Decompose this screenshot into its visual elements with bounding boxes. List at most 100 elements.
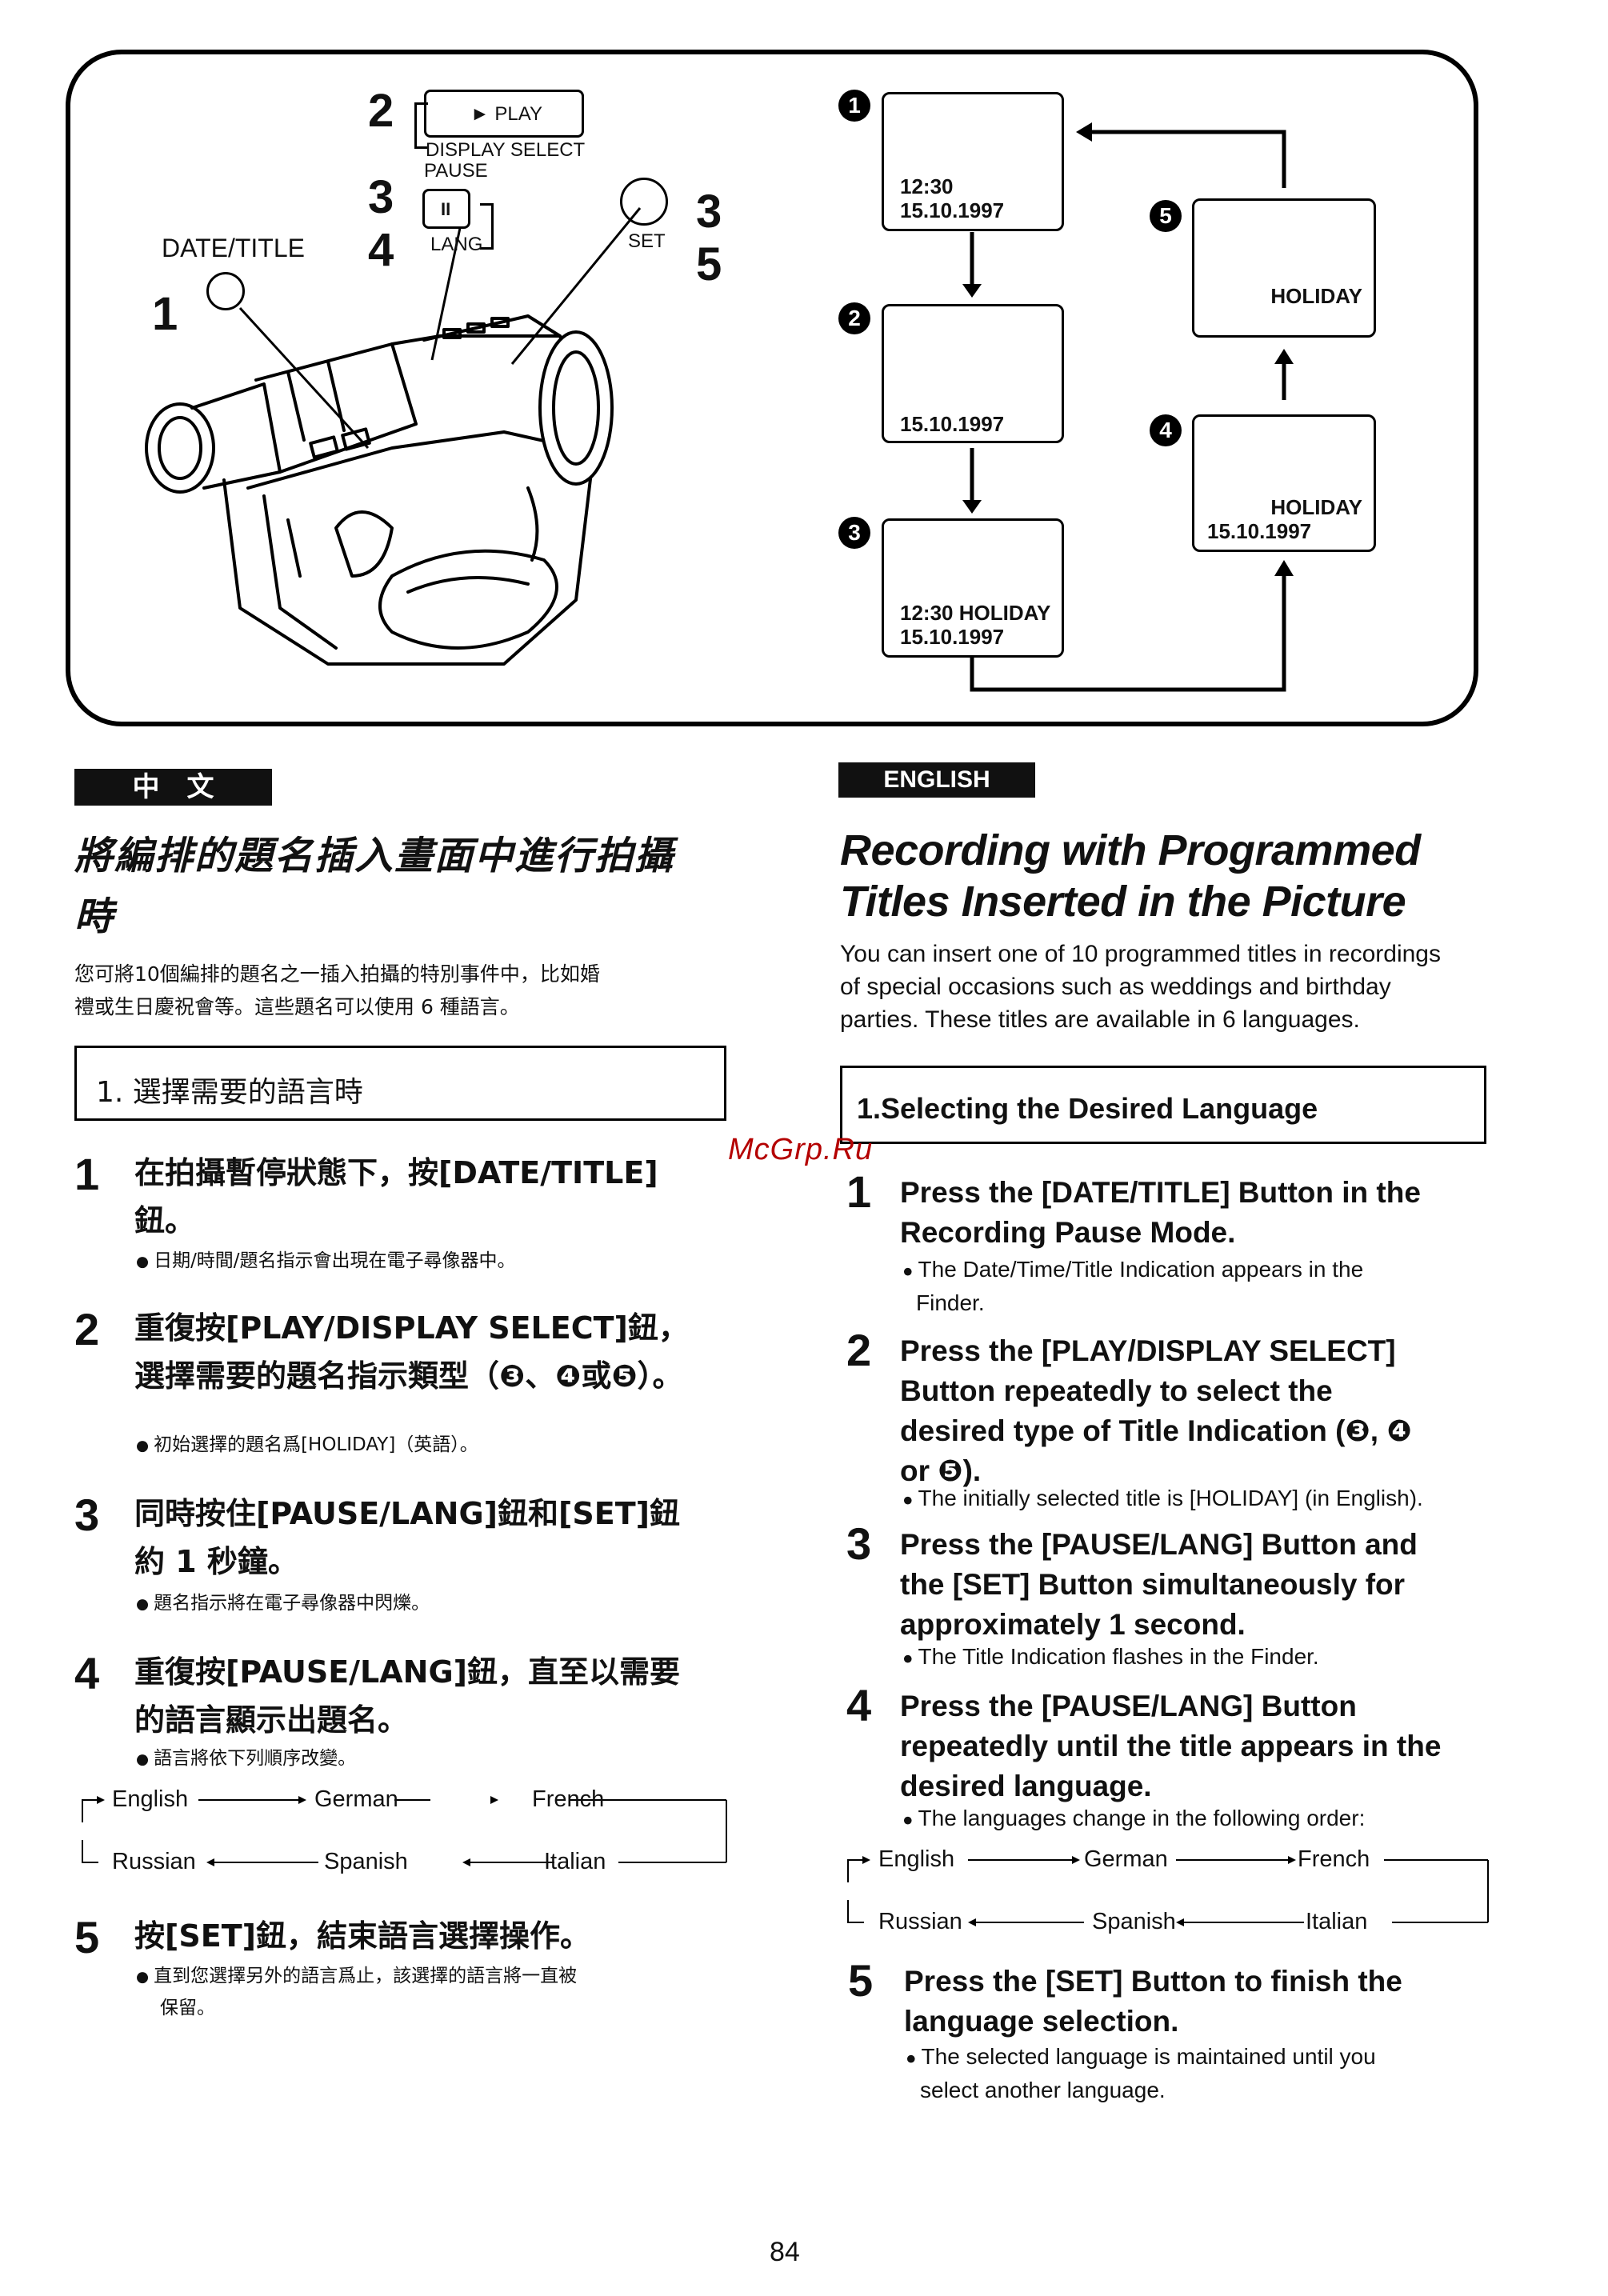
chinese-step-4-text: 的語言顯示出題名。: [134, 1702, 409, 1738]
callout-3: 3: [368, 171, 394, 223]
english-lang-english: English: [878, 1846, 955, 1872]
finder-screen-1: 12:30 15.10.1997: [882, 92, 1064, 231]
english-section-box: 1.Selecting the Desired Language: [840, 1066, 1486, 1144]
screen-number-3: 3: [838, 517, 870, 549]
callout-2: 2: [368, 85, 394, 137]
screen-text: HOLIDAY: [1270, 495, 1362, 519]
english-step-4-number: 4: [846, 1680, 872, 1730]
english-language-order-diagram: [847, 1856, 1489, 1926]
chinese-section-box: 1. 選擇需要的語言時: [74, 1046, 726, 1121]
chinese-step-2-note: 初始選擇的題名爲[HOLIDAY]（英語）。: [136, 1429, 478, 1462]
chinese-step-2-text: 重復按[PLAY/DISPLAY SELECT]鈕，: [134, 1310, 689, 1346]
screen-text: 15.10.1997: [1207, 519, 1312, 543]
page-number: 84: [770, 2237, 800, 2267]
pause-lang-button[interactable]: II: [422, 189, 470, 229]
chinese-intro-line-1: 您可將10個編排的題名之一插入拍攝的特別事件中，比如婚: [74, 962, 600, 986]
finder-screen-3: 12:30 HOLIDAY 15.10.1997: [882, 518, 1064, 658]
screen-text: 12:30: [900, 174, 954, 198]
set-button[interactable]: [620, 178, 668, 226]
date-title-button[interactable]: [206, 272, 245, 310]
english-lang-italian: Italian: [1306, 1909, 1368, 1934]
finder-screen-5: HOLIDAY: [1192, 198, 1376, 338]
chinese-step-5-text: 按[SET]鈕，結束語言選擇操作。: [134, 1918, 590, 1954]
chinese-step-4-text: 重復按[PAUSE/LANG]鈕，直至以需要: [134, 1654, 681, 1690]
display-select-label: DISPLAY SELECT: [426, 139, 586, 161]
english-step-1-note: The Date/Time/Title Indication appears i…: [902, 1253, 1364, 1288]
english-step-5-note: The selected language is maintained unti…: [906, 2040, 1376, 2075]
lang-label: LANG: [430, 234, 483, 255]
english-step-4-note: The languages change in the following or…: [902, 1802, 1366, 1837]
chinese-title-line-1: 將編排的題名插入畫面中進行拍攝: [74, 834, 675, 878]
pause-symbol-icon: II: [441, 199, 451, 219]
english-step-2-note: The initially selected title is [HOLIDAY…: [902, 1482, 1423, 1517]
screen-number-4: 4: [1150, 414, 1182, 446]
chinese-tab: 中 文: [74, 769, 272, 806]
chinese-step-2-number: 2: [74, 1304, 100, 1354]
chinese-step-4-number: 4: [74, 1648, 100, 1698]
english-lang-spanish: Spanish: [1092, 1909, 1176, 1934]
chinese-step-3-number: 3: [74, 1490, 100, 1540]
chinese-step-5-note: 保留。: [160, 1998, 215, 2018]
english-step-1-number: 1: [846, 1166, 872, 1217]
english-tab: ENGLISH: [838, 762, 1035, 798]
chinese-lang-italian: Italian: [544, 1849, 606, 1874]
english-step-4-text: desired language.: [900, 1770, 1152, 1802]
camcorder-illustration: [145, 314, 614, 666]
english-step-3-text: the [SET] Button simultaneously for: [900, 1568, 1406, 1601]
english-intro-line-2: of special occasions such as weddings an…: [840, 974, 1391, 1000]
callout-4: 4: [368, 224, 394, 276]
english-section-title: 1.Selecting the Desired Language: [857, 1092, 1318, 1125]
chinese-language-order-diagram: [82, 1796, 727, 1866]
english-lang-russian: Russian: [878, 1909, 962, 1934]
english-step-5-text: Press the [SET] Button to finish the: [904, 1965, 1402, 1998]
screen-flow-arrows: [962, 122, 1294, 692]
chinese-section-title: 1. 選擇需要的語言時: [96, 1076, 363, 1109]
english-step-4-text: repeatedly until the title appears in th…: [900, 1730, 1442, 1762]
english-step-4-text: Press the [PAUSE/LANG] Button: [900, 1690, 1357, 1722]
screen-number-2: 2: [838, 302, 870, 334]
chinese-title-line-2: 時: [74, 894, 115, 939]
bracket-lang: [480, 203, 494, 250]
callout-3-set: 3: [696, 186, 722, 238]
screen-text: 15.10.1997: [900, 412, 1005, 436]
chinese-lang-spanish: Spanish: [324, 1849, 408, 1874]
screen-text: HOLIDAY: [1270, 284, 1362, 308]
callout-1: 1: [152, 288, 178, 340]
callout-5: 5: [696, 238, 722, 290]
chinese-lang-french: French: [532, 1786, 605, 1812]
english-step-5-note: select another language.: [920, 2078, 1166, 2102]
english-step-3-note: The Title Indication flashes in the Find…: [902, 1640, 1319, 1675]
watermark-text: McGrp.Ru: [728, 1133, 874, 1166]
english-step-1-note: Finder.: [916, 1290, 985, 1315]
play-button[interactable]: ► PLAY: [424, 90, 584, 138]
english-lang-french: French: [1298, 1846, 1370, 1872]
english-title-line-1: Recording with Programmed: [840, 826, 1421, 874]
chinese-step-1-number: 1: [74, 1149, 100, 1199]
set-label: SET: [628, 230, 666, 252]
english-step-2-number: 2: [846, 1325, 872, 1375]
english-intro-line-3: parties. These titles are available in 6…: [840, 1006, 1360, 1033]
english-step-3-text: approximately 1 second.: [900, 1608, 1246, 1641]
screen-text: 15.10.1997: [900, 198, 1005, 222]
chinese-step-1-note: 日期/時間/題名指示會出現在電子尋像器中。: [136, 1245, 516, 1278]
screen-text: 12:30 HOLIDAY: [900, 601, 1051, 625]
english-title-line-2: Titles Inserted in the Picture: [840, 878, 1406, 926]
chinese-step-4-note: 語言將依下列順序改變。: [136, 1742, 356, 1776]
chinese-step-1-text: 在拍攝暫停狀態下，按[DATE/TITLE]: [134, 1155, 658, 1190]
chinese-step-1-text: 鈕。: [134, 1203, 196, 1238]
english-step-2-text: Button repeatedly to select the: [900, 1374, 1333, 1407]
english-step-1-text: Press the [DATE/TITLE] Button in the: [900, 1176, 1421, 1209]
english-intro-line-1: You can insert one of 10 programmed titl…: [840, 941, 1441, 967]
english-step-5-text: language selection.: [904, 2005, 1179, 2038]
chinese-step-3-text: 同時按住[PAUSE/LANG]鈕和[SET]鈕: [134, 1496, 680, 1531]
english-step-5-number: 5: [848, 1955, 874, 2006]
chinese-lang-russian: Russian: [112, 1849, 196, 1874]
chinese-lang-english: English: [112, 1786, 189, 1812]
english-step-2-text: Press the [PLAY/DISPLAY SELECT]: [900, 1334, 1396, 1367]
english-step-2-text: desired type of Title Indication (❸, ❹: [900, 1414, 1412, 1447]
screen-number-5: 5: [1150, 200, 1182, 232]
chinese-step-2-text: 選擇需要的題名指示類型（❸、❹或❺）。: [134, 1358, 683, 1394]
bracket-display-select: [414, 102, 428, 149]
finder-screen-4: HOLIDAY 15.10.1997: [1192, 414, 1376, 552]
leader-lines: [238, 207, 642, 450]
